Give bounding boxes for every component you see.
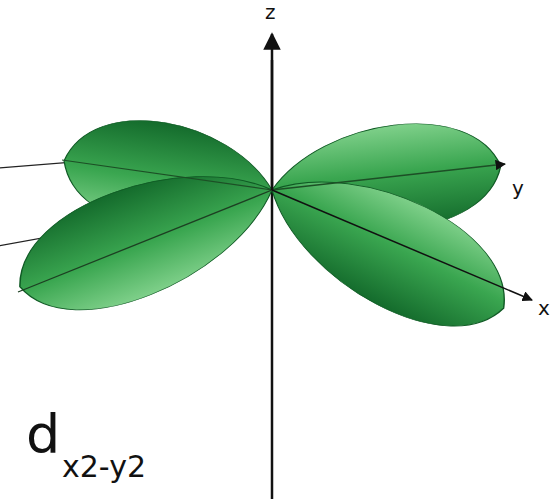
z-axis-front xyxy=(271,60,274,190)
y-axis xyxy=(272,164,505,190)
y-axis-negative xyxy=(62,160,272,190)
lobes xyxy=(0,110,528,357)
lobe-x-positive xyxy=(247,142,528,357)
x-axis-negative xyxy=(18,190,272,292)
axis-label: y xyxy=(512,178,524,198)
lobe-x-negative xyxy=(0,139,291,337)
x-axis xyxy=(272,190,532,300)
axis-label: z xyxy=(265,2,276,22)
orbital-subscript: x2-y2 xyxy=(62,452,146,482)
orbital-symbol: d xyxy=(26,408,60,462)
z-axis xyxy=(271,34,274,499)
axis-label: x xyxy=(538,298,550,318)
